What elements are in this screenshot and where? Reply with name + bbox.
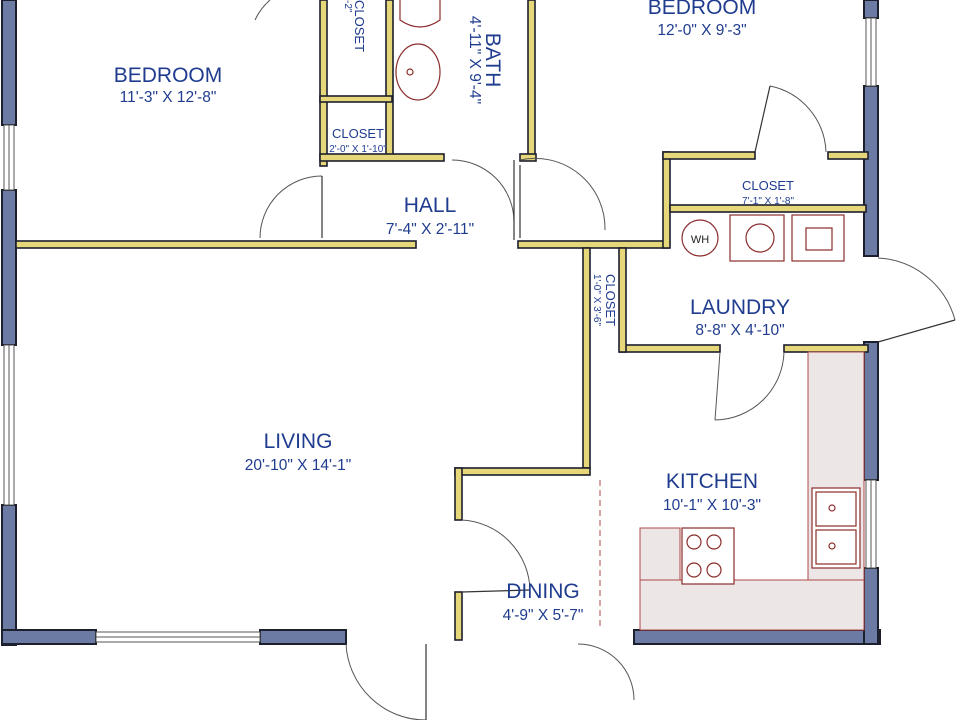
kitchen-sink (811, 487, 861, 569)
room-dims-hall: 7'-4" X 2'-11" (386, 221, 474, 238)
room-name-kitchen: KITCHEN (666, 470, 758, 493)
room-dims-closet-small: 2'-0" X 1'-10" (329, 144, 387, 155)
room-dims-closet-top: -2" (342, 0, 353, 13)
room-dims-bath: 4'-11" X 9'-4" (466, 16, 483, 104)
room-dims-living: 20'-10" X 14'-1" (245, 457, 352, 474)
interior-walls (15, 0, 869, 641)
room-name-bedroom-right: BEDROOM (648, 0, 757, 19)
range (681, 527, 735, 585)
room-name-dining: DINING (506, 580, 580, 603)
room-name-closet-small: CLOSET (332, 126, 384, 141)
room-dims-laundry: 8'-8" X 4'-10" (695, 322, 784, 339)
room-name-laundry: LAUNDRY (690, 296, 790, 319)
room-name-closet-vert: CLOSET (603, 274, 618, 326)
windows (3, 17, 877, 643)
room-name-bedroom-left: BEDROOM (114, 64, 223, 87)
room-dims-dining: 4'-9" X 5'-7" (503, 607, 584, 624)
room-name-closet-right: CLOSET (742, 178, 794, 193)
room-dims-bedroom-right: 12'-0" X 9'-3" (657, 22, 746, 39)
room-dims-closet-vert: 1'-0" X 3'-6" (591, 274, 602, 327)
bath-fixtures (395, 0, 441, 101)
labels: BEDROOM 11'-3" X 12'-8" BEDROOM 12'-0" X… (114, 0, 795, 624)
room-dims-kitchen: 10'-1" X 10'-3" (663, 497, 761, 514)
room-dims-closet-right: 7'-1" X 1'-8" (742, 196, 795, 207)
room-name-hall: HALL (404, 194, 457, 217)
water-heater-label: WH (691, 234, 709, 246)
doors (254, 0, 956, 720)
room-name-bath: BATH (481, 33, 504, 87)
laundry-appliances (681, 214, 845, 262)
room-dims-bedroom-left: 11'-3" X 12'-8" (120, 89, 217, 106)
room-name-living: LIVING (264, 430, 333, 453)
room-name-closet-top: CLOSET (352, 0, 367, 52)
